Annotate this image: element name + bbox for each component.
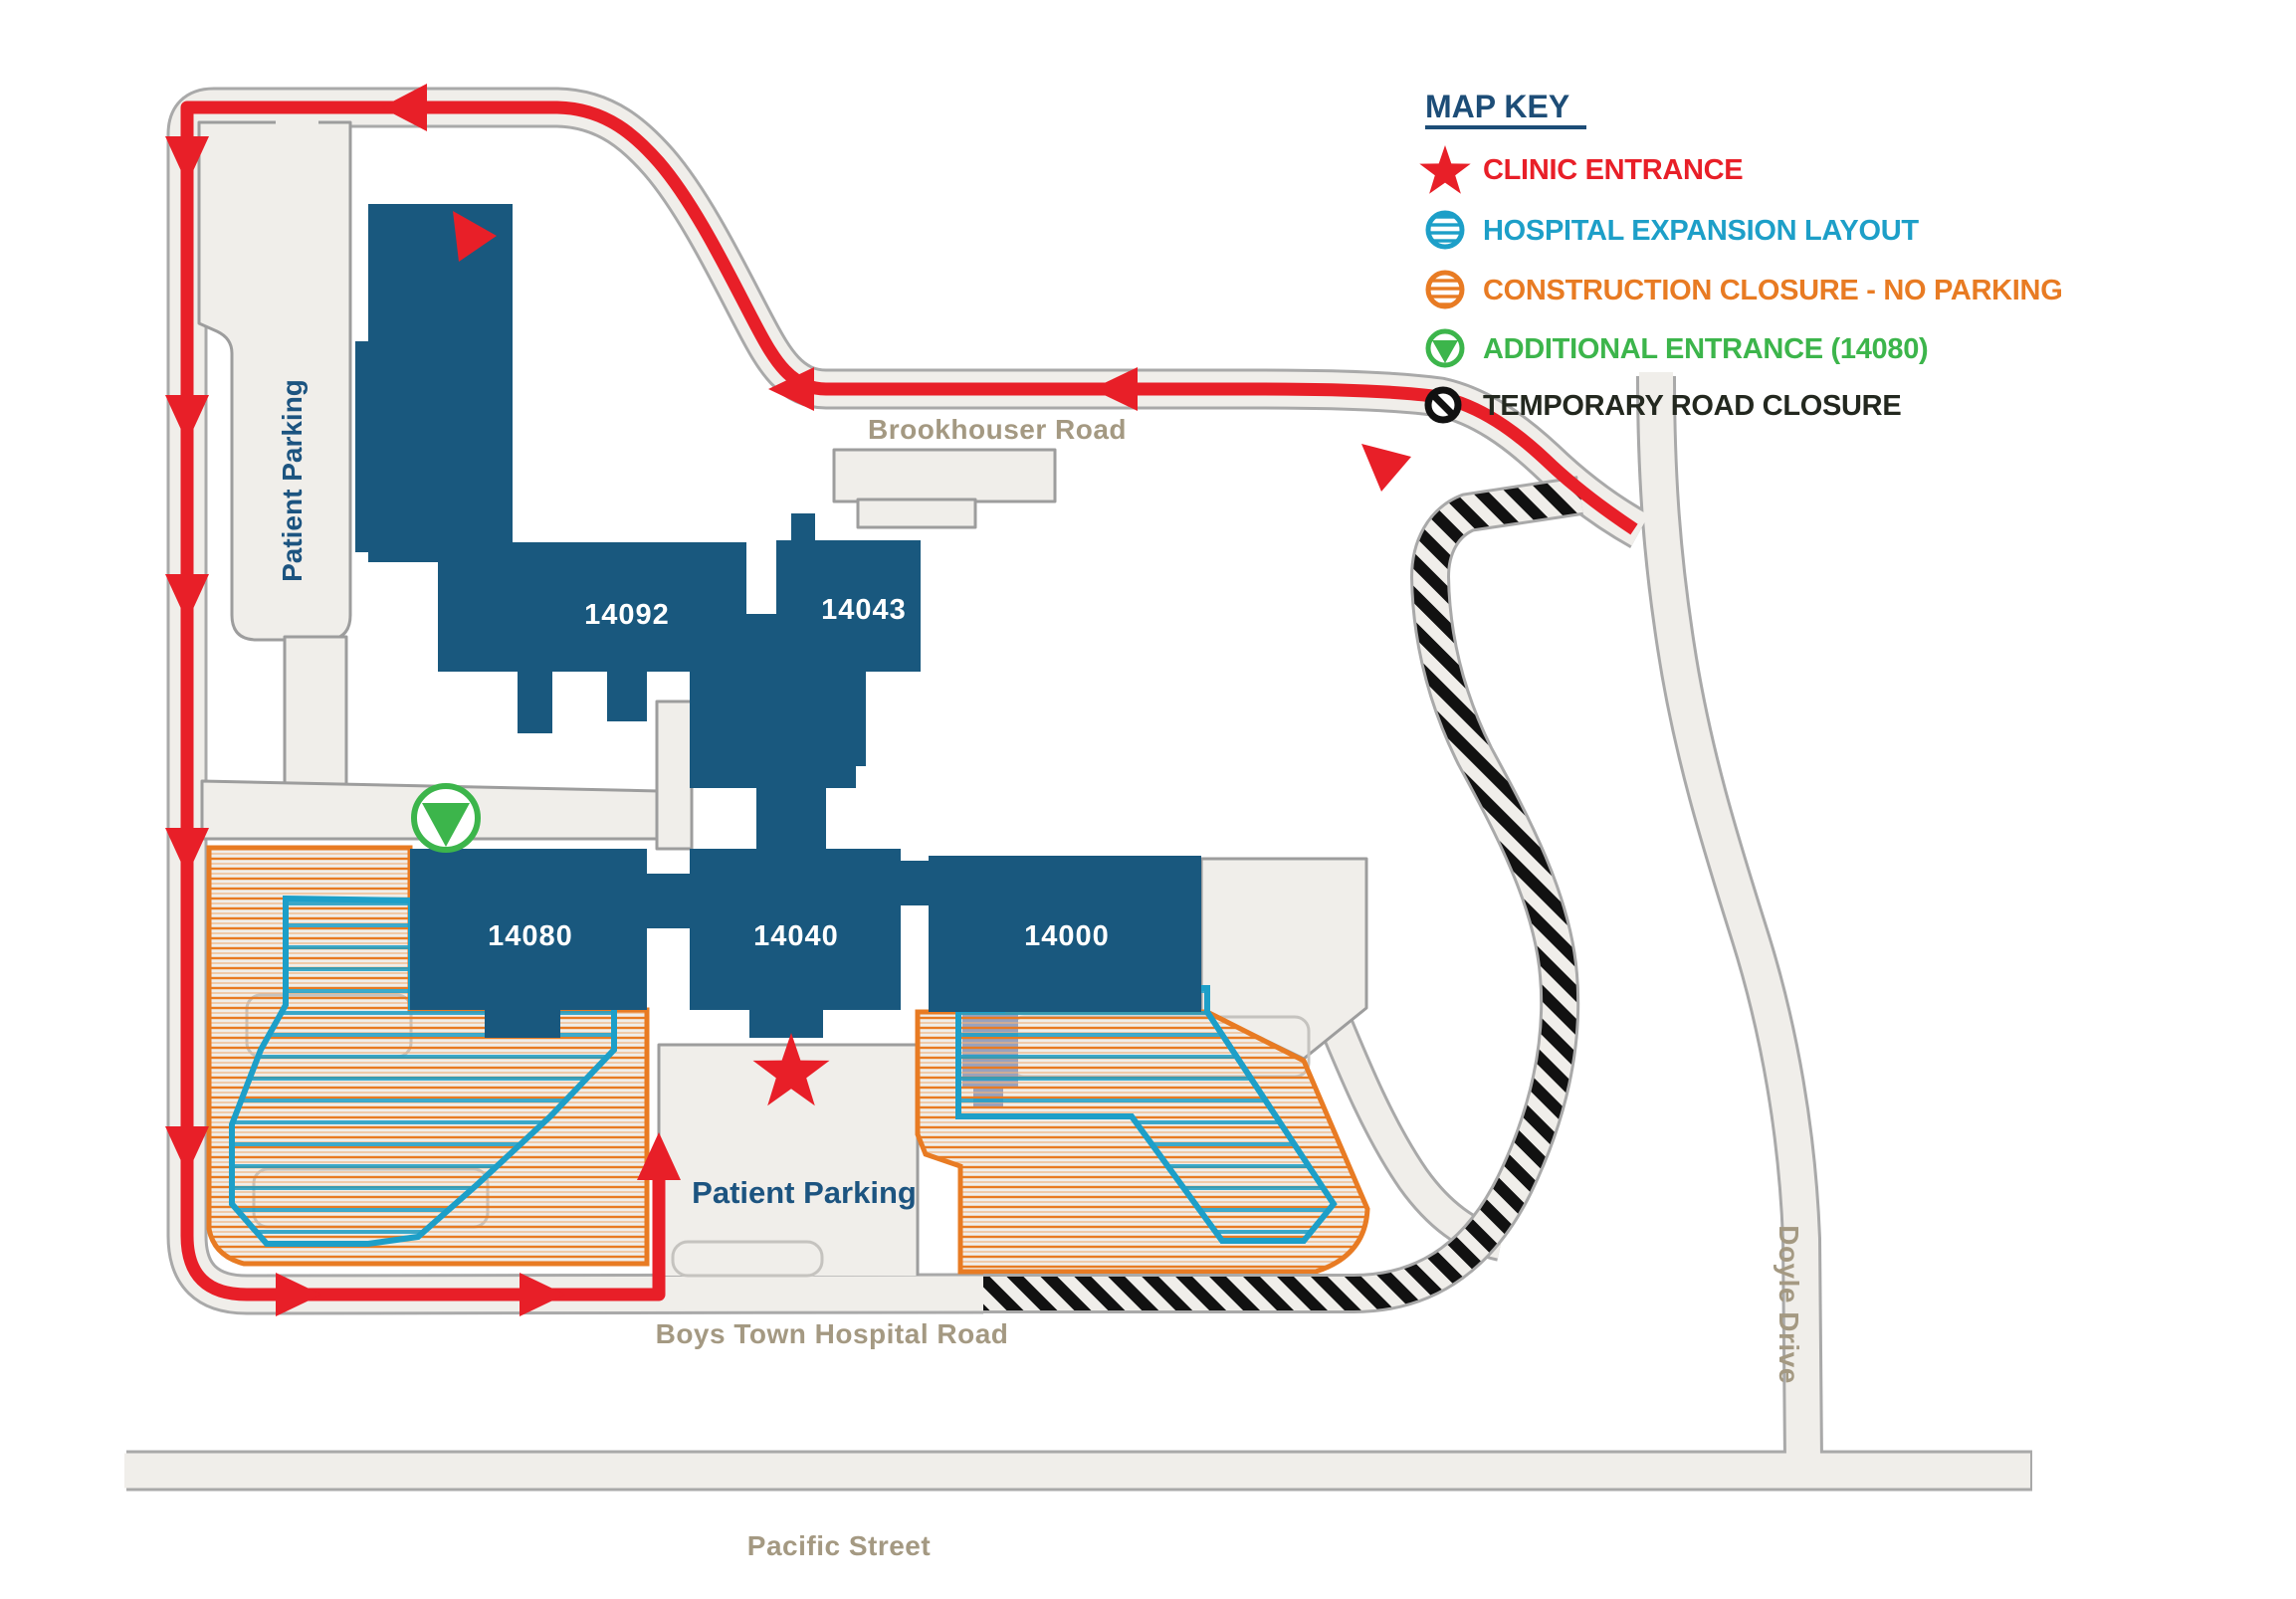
route-arrow-curve-nw	[453, 211, 497, 262]
key-label-construction-closure: CONSTRUCTION CLOSURE - NO PARKING	[1483, 275, 2062, 306]
west-lot-south-drive	[283, 635, 348, 788]
building-stub-b	[607, 672, 647, 721]
building-stub-a	[518, 672, 552, 733]
brookhouser-spur-stub	[856, 498, 977, 529]
route-arrow-bottom-2	[520, 1273, 565, 1316]
route-arrowheads	[165, 84, 1411, 1316]
key-label-hospital-expansion: HOSPITAL EXPANSION LAYOUT	[1483, 215, 1919, 247]
closed-road-stripes	[983, 479, 1583, 1310]
boys-town-hospital-road-label: Boys Town Hospital Road	[656, 1318, 1009, 1349]
clinic-route	[165, 84, 1638, 1316]
route-arrow-east-curve	[1361, 444, 1411, 492]
building-14080	[410, 849, 647, 1010]
building-14000	[929, 856, 1201, 1012]
west-parking-lot	[197, 120, 352, 642]
core-driveway-column	[655, 700, 694, 851]
building-west-tower	[368, 204, 513, 562]
doyle-drive-road	[1639, 371, 1820, 1462]
building-core-link	[756, 786, 826, 851]
construction-closure-key-icon	[1425, 270, 1465, 309]
route-arrow-left-1	[165, 136, 209, 184]
no-entry-key-icon	[1424, 386, 1462, 424]
key-label-clinic-entrance: CLINIC ENTRANCE	[1483, 154, 1743, 186]
brookhouser-spur	[832, 448, 1057, 503]
route-arrow-top-west	[381, 84, 427, 131]
building-label-14043: 14043	[821, 594, 907, 626]
patient-parking-west-label: Patient Parking	[277, 379, 308, 582]
building-14043-stub	[791, 513, 815, 545]
doyle-drive-label: Doyle Drive	[1774, 1225, 1804, 1384]
clinic-entrance-star-icon	[752, 1033, 830, 1106]
route-arrow-brookhouser-1	[768, 367, 814, 411]
map-key: MAP KEY CLINIC ENTRANCE HOSPITAL EXPANSI…	[1419, 89, 2063, 424]
building-label-14080: 14080	[488, 920, 573, 952]
route-arrow-left-4	[165, 828, 209, 876]
map-key-title: MAP KEY	[1425, 89, 1569, 124]
building-link-14040-14000	[901, 861, 929, 905]
key-label-additional-entrance: ADDITIONAL ENTRANCE (14080)	[1483, 333, 1928, 365]
route-arrow-brookhouser-2	[1092, 367, 1138, 411]
building-west-tower-ext	[355, 341, 375, 552]
building-label-14000: 14000	[1024, 920, 1110, 952]
building-14080-stub	[485, 1010, 560, 1038]
temporary-road-closure	[983, 476, 1583, 1313]
building-14040	[690, 849, 901, 1010]
route-arrow-into-parking	[637, 1132, 681, 1180]
building-label-14040: 14040	[753, 920, 839, 952]
key-label-temporary-road-closure: TEMPORARY ROAD CLOSURE	[1483, 390, 1901, 422]
building-14040-stub	[749, 1010, 823, 1038]
route-arrow-left-5	[165, 1126, 209, 1174]
additional-entrance-icon	[411, 783, 481, 853]
patient-parking-south-label: Patient Parking	[692, 1175, 917, 1210]
building-label-14092: 14092	[584, 599, 670, 631]
clinic-entrance-star-key-icon	[1419, 145, 1471, 194]
building-link-14080-14040	[647, 874, 690, 928]
map-icons	[411, 783, 830, 1106]
hospital-expansion-key-icon	[1425, 210, 1465, 250]
buildings	[355, 204, 1201, 1038]
west-lot-entrance	[276, 111, 318, 171]
building-core	[690, 614, 856, 788]
pacific-street-label: Pacific Street	[747, 1530, 931, 1561]
route-arrow-left-3	[165, 574, 209, 622]
route-arrow-bottom-1	[276, 1273, 321, 1316]
map-labels: 14092 14043 14080 14040 14000 Brookhouse…	[277, 379, 1804, 1561]
route-arrow-left-2	[165, 395, 209, 443]
brookhouser-road-label: Brookhouser Road	[868, 414, 1127, 445]
additional-entrance-key-icon	[1425, 328, 1465, 368]
route-line	[180, 100, 1638, 1301]
